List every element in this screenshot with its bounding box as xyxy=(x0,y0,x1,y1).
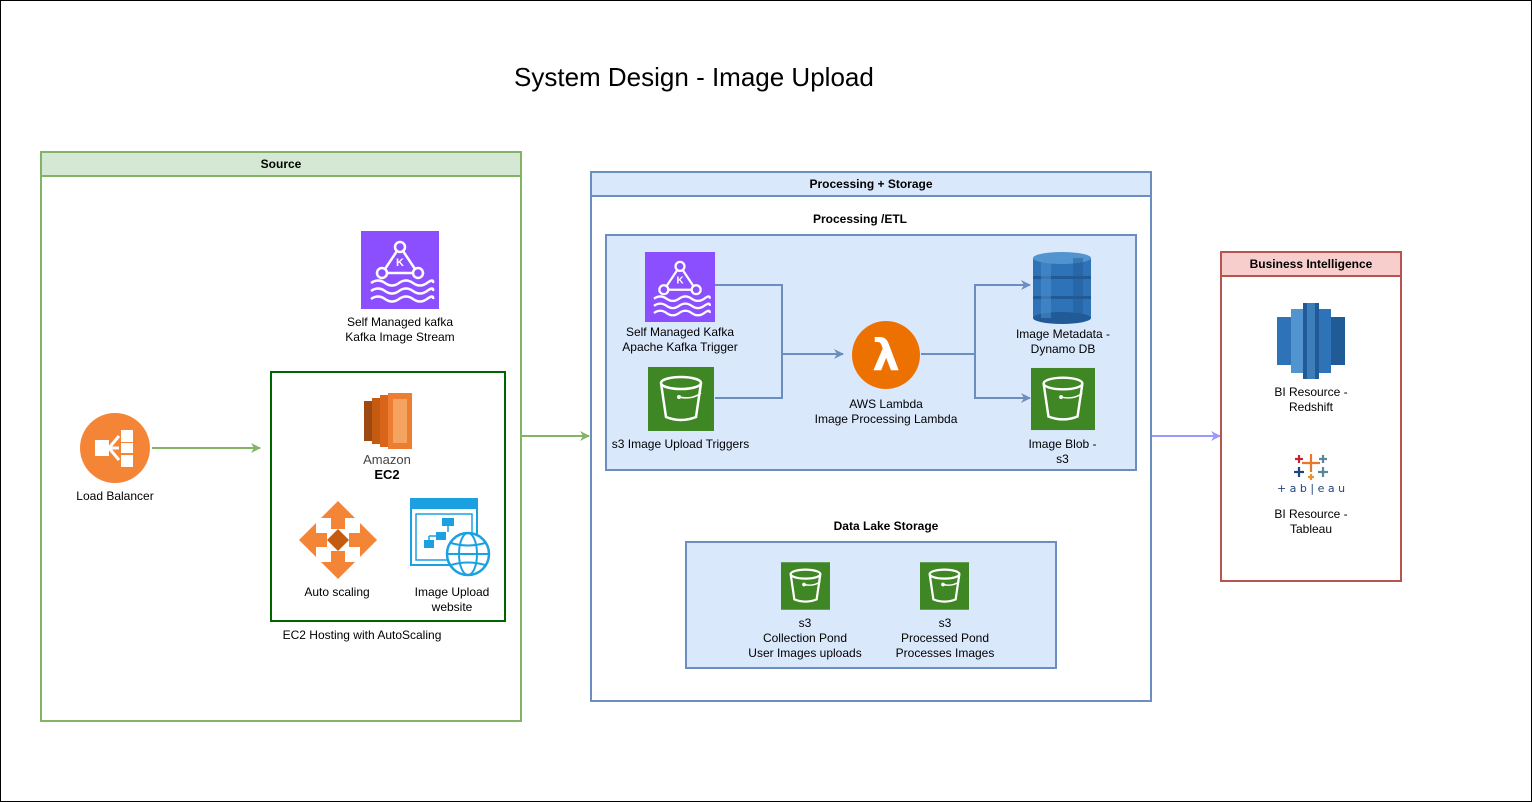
lambda-label: AWS Lambda Image Processing Lambda xyxy=(814,397,958,426)
tableau-wordmark: + a b | e a u xyxy=(1276,482,1346,495)
load-balancer-icon[interactable] xyxy=(79,412,151,484)
redshift-icon[interactable] xyxy=(1277,303,1345,379)
auto-scaling-icon[interactable] xyxy=(297,499,379,581)
ec2-group-label: EC2 Hosting with AutoScaling xyxy=(282,628,442,642)
ec2-autoscaling-group xyxy=(270,371,506,622)
kafka-icon[interactable]: K xyxy=(361,231,439,309)
bi-header-label: Business Intelligence xyxy=(1249,257,1373,271)
s3-bucket-icon[interactable] xyxy=(920,562,969,610)
kafka-source-label: Self Managed kafka Kafka Image Stream xyxy=(345,315,455,344)
ec2-icon[interactable] xyxy=(360,391,414,451)
s3-trigger-label: s3 Image Upload Triggers xyxy=(611,437,750,451)
kafka-trigger-label: Self Managed Kafka Apache Kafka Trigger xyxy=(622,325,738,354)
etl-title: Processing /ETL xyxy=(812,212,908,226)
auto-scaling-label: Auto scaling xyxy=(304,585,370,599)
kafka-icon[interactable]: K xyxy=(645,252,715,322)
blob-label: Image Blob - s3 xyxy=(1028,437,1097,466)
data-lake-title: Data Lake Storage xyxy=(833,519,939,533)
ec2-text: Amazon EC2 xyxy=(363,452,411,482)
data-lake-box xyxy=(685,541,1057,669)
processing-storage-panel: Processing + Storage xyxy=(590,171,1152,702)
redshift-label: BI Resource - Redshift xyxy=(1274,385,1348,414)
website-icon[interactable] xyxy=(410,498,492,578)
source-panel: Source xyxy=(40,151,522,722)
bi-header: Business Intelligence xyxy=(1222,253,1400,277)
load-balancer-label: Load Balancer xyxy=(76,489,154,503)
dynamo-label: Image Metadata - Dynamo DB xyxy=(1015,327,1111,356)
s3-bucket-icon[interactable] xyxy=(1031,367,1095,431)
s3-bucket-icon[interactable] xyxy=(781,562,830,610)
dynamodb-icon[interactable] xyxy=(1031,252,1093,324)
source-header: Source xyxy=(42,153,520,177)
collection-pond-label: s3 Collection Pond User Images uploads xyxy=(748,616,862,660)
s3-bucket-icon[interactable] xyxy=(648,367,714,431)
svg-text:K: K xyxy=(396,257,404,269)
svg-text:K: K xyxy=(676,275,684,286)
source-header-label: Source xyxy=(260,157,302,171)
website-label: Image Upload website xyxy=(414,585,490,614)
processing-header: Processing + Storage xyxy=(592,173,1150,197)
diagram-title: System Design - Image Upload xyxy=(514,62,874,92)
tableau-icon[interactable]: + a b | e a u xyxy=(1277,450,1345,498)
lambda-icon[interactable]: λ xyxy=(851,320,921,390)
processing-header-label: Processing + Storage xyxy=(809,177,933,191)
processed-pond-label: s3 Processed Pond Processes Images xyxy=(895,616,995,660)
tableau-label: BI Resource - Tableau xyxy=(1274,507,1348,536)
svg-text:λ: λ xyxy=(872,330,900,381)
business-intelligence-panel: Business Intelligence xyxy=(1220,251,1402,582)
